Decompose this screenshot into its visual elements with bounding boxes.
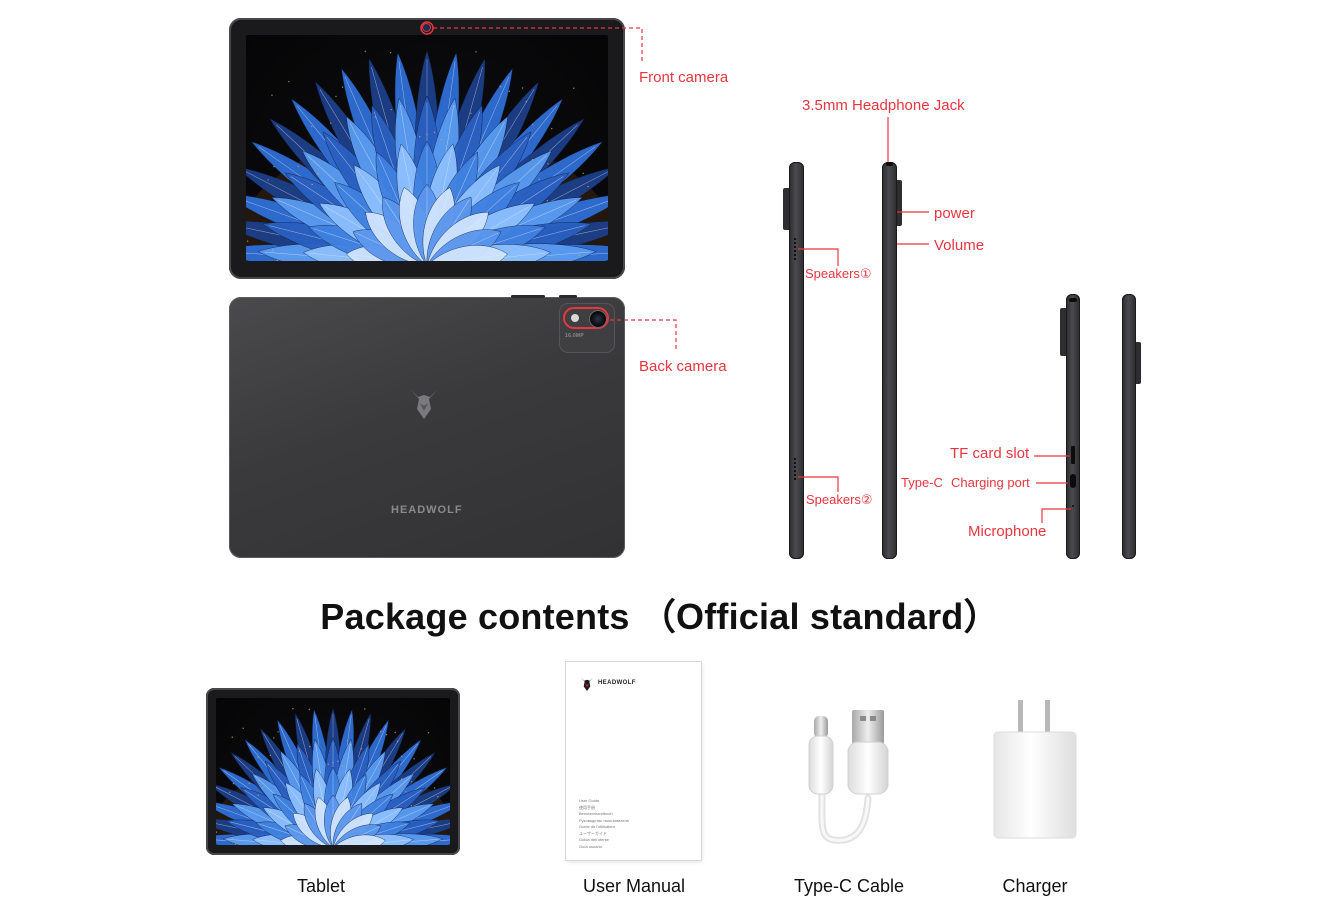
headphone-jack-leader <box>887 117 889 163</box>
manual-line: Guía usuario <box>579 843 602 849</box>
back-camera-highlight <box>563 307 609 329</box>
type-c-suffix-label: Charging port <box>951 475 1030 490</box>
manual-line: Benutzerhandbuch <box>579 811 613 816</box>
type-c-leader <box>1036 482 1068 484</box>
caption-charger: Charger <box>1002 876 1068 896</box>
type-c-port <box>1070 474 1076 488</box>
tablet-side-profile-4 <box>1122 294 1136 559</box>
manual-line: User Guide <box>579 798 600 803</box>
manual-wolf-logo-icon <box>580 676 594 692</box>
manual-line: 使用手册 <box>579 804 595 810</box>
side-3-button <box>1060 308 1066 356</box>
speakers-2-label: Speakers② <box>806 492 873 507</box>
speakers-2-leader <box>798 476 839 492</box>
back-camera-leader <box>610 319 677 352</box>
back-brand-logo-text: HEADWOLF <box>391 504 463 516</box>
package-feather-wallpaper <box>216 707 450 845</box>
speakers-1-leader <box>798 248 839 266</box>
wolf-logo-icon <box>410 389 438 419</box>
charger-icon <box>993 700 1077 839</box>
feather-wallpaper <box>246 50 608 261</box>
caption-user-manual: User Manual <box>582 876 686 896</box>
manual-line: Guide de l'utilisateur <box>579 824 616 829</box>
manual-brand-text: HEADWOLF <box>598 680 636 686</box>
side-3-top-hole <box>1069 298 1077 302</box>
front-camera-leader <box>420 21 643 64</box>
microphone-leader <box>1041 508 1071 523</box>
manual-line: Guida dell'utente <box>579 837 609 842</box>
volume-leader <box>897 243 929 245</box>
headphone-jack-label: 3.5mm Headphone Jack <box>802 97 965 114</box>
tablet-front-view <box>229 18 625 279</box>
package-tablet-screen <box>216 698 450 845</box>
tf-card-leader <box>1034 455 1070 457</box>
package-item-tablet <box>206 688 460 855</box>
type-c-prefix-label: Type-C <box>901 475 943 490</box>
speaker-grill-1 <box>794 238 796 260</box>
power-label: power <box>934 205 975 222</box>
microphone-label: Microphone <box>968 523 1047 540</box>
tablet-front-screen <box>246 35 608 261</box>
tablet-side-profile-2 <box>882 162 897 559</box>
power-button <box>897 180 902 226</box>
type-c-cable-icon <box>808 710 889 844</box>
caption-tablet: Tablet <box>296 876 346 896</box>
back-camera-label: Back camera <box>639 358 727 375</box>
headphone-jack-hole <box>886 162 893 166</box>
top-button-strip <box>511 295 545 298</box>
tablet-back-view: 16.0MP HEADWOLF <box>229 295 625 558</box>
volume-label: Volume <box>934 237 985 254</box>
tf-card-slot-label: TF card slot <box>950 445 1030 462</box>
power-leader <box>897 211 929 213</box>
manual-text-block: User Guide 使用手册 Benutzerhandbuch Руковод… <box>579 798 679 850</box>
manual-line: ユーザーガイド <box>579 830 607 836</box>
side-4-button <box>1136 342 1141 384</box>
top-button-strip-2 <box>559 295 577 298</box>
back-camera-flash <box>571 314 579 322</box>
manual-line: Руководство пользователя <box>579 817 629 823</box>
front-camera-lens <box>422 23 431 32</box>
caption-type-c-cable: Type-C Cable <box>793 876 905 896</box>
tf-card-slot <box>1071 446 1075 464</box>
speakers-1-label: Speakers① <box>805 266 872 281</box>
front-camera-label: Front camera <box>639 69 729 86</box>
package-title: Package contents （Official standard） <box>320 596 1000 637</box>
side-1-button <box>783 188 789 230</box>
camera-module-text: 16.0MP <box>565 333 585 339</box>
microphone-hole <box>1072 505 1074 507</box>
tablet-side-profile-3 <box>1066 294 1080 559</box>
speaker-grill-2 <box>794 458 796 480</box>
back-camera-lens <box>589 310 607 328</box>
tablet-side-profile-1 <box>789 162 804 559</box>
package-item-manual: HEADWOLF User Guide 使用手册 Benutzerhandbuc… <box>566 662 701 860</box>
